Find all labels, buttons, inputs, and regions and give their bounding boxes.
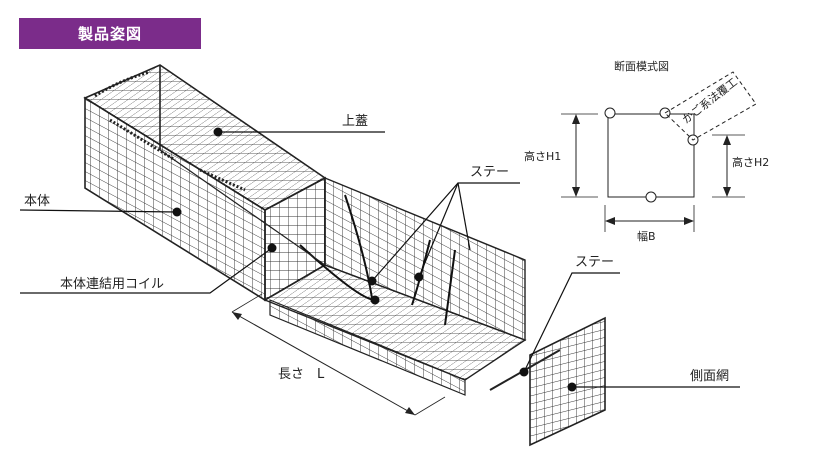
length-dimension: 長さ L	[231, 293, 446, 416]
cage-body	[83, 64, 527, 396]
stay-side-label: ステー	[575, 255, 614, 270]
cross-section: 断面模式図 かご系法覆工 高さH1 高さH2 幅B	[524, 59, 769, 243]
coil-label: 本体連結用コイル	[60, 277, 164, 292]
side-net-label: 側面網	[690, 369, 729, 384]
header-bar: 製品姿図	[19, 18, 201, 49]
length-label: 長さ L	[278, 367, 325, 382]
stay-main-label: ステー	[470, 165, 509, 180]
header-title: 製品姿図	[77, 25, 142, 43]
width-label: 幅B	[637, 230, 656, 243]
body-label: 本体	[24, 194, 50, 209]
height1-label: 高さH1	[524, 149, 561, 163]
lid-label: 上蓋	[342, 114, 368, 129]
leaders: 上蓋 本体 本体連結用コイル ステー ステー 側面網	[19, 114, 740, 392]
section-title: 断面模式図	[614, 59, 669, 73]
height2-label: 高さH2	[732, 155, 769, 169]
